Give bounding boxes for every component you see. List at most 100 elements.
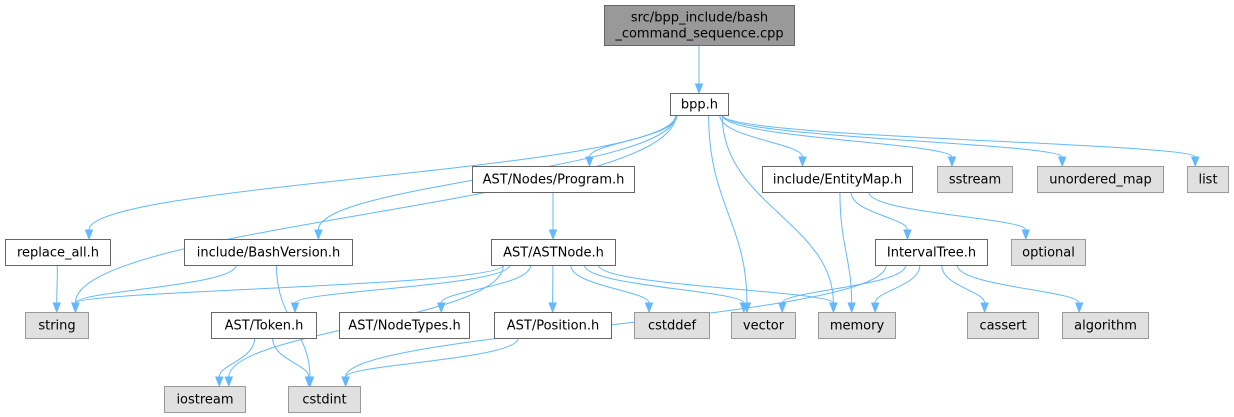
edge-line [294,264,511,304]
edge-bpp_h-to-unordered_map [721,114,1067,168]
node-cassert: cassert [967,312,1039,339]
node-label: cassert [979,319,1026,334]
edge-token_h-to-cstdint [272,337,314,388]
edge-line [272,337,310,378]
arrowhead [739,302,749,314]
edge-line [721,114,834,304]
node-label: string [38,319,75,334]
edge-line [56,264,58,304]
edge-astnode_h-to-memory [598,264,838,314]
node-label: cstddef [648,319,697,334]
node-label: include/EntityMap.h [773,173,902,188]
edge-astnode_h-to-string [71,264,504,314]
node-program-h[interactable]: AST/Nodes/Program.h [472,166,635,193]
node-optional: optional [1011,239,1086,266]
arrowhead [903,229,912,241]
edge-line [941,264,986,304]
node-box [604,5,795,46]
arrowhead [290,302,300,314]
node-label: AST/Nodes/Program.h [483,173,625,188]
edge-line [589,114,678,158]
edge-astnode_h-to-nodetypes_h [437,264,532,314]
edge-line [719,114,803,158]
edge-line [345,264,887,378]
arrowhead [847,302,856,314]
edge-line [721,114,953,158]
node-position-h[interactable]: AST/Position.h [494,312,612,339]
node-box [164,386,246,413]
node-label: sstream [949,173,1001,188]
edge-intervaltree_h-to-algorithm [956,264,1084,314]
arrowhead [644,302,654,314]
node-label: IntervalTree.h [887,246,976,261]
node-bashversion-h[interactable]: include/BashVersion.h [184,239,353,266]
node-token-h[interactable]: AST/Token.h [211,312,317,339]
node-label: memory [830,319,885,334]
node-memory: memory [818,312,896,339]
edge-astnode_h-to-cstddef [570,264,654,314]
node-label: src/bpp_include/bash [631,11,768,26]
edge-line [440,264,532,304]
edge-intervaltree_h-to-memory [870,264,921,314]
node-intervaltree-h[interactable]: IntervalTree.h [875,239,988,266]
edge-line [868,191,1027,231]
node-label: vector [743,319,785,334]
edge-line [708,114,748,304]
arrowhead [341,376,350,388]
edge-line [874,264,921,304]
node-label: AST/NodeTypes.h [348,319,460,334]
node-box [472,166,635,193]
edge-bpp_h-to-vector [708,114,752,314]
edge-position_h-to-cstdint [341,337,519,388]
edge-line [850,191,908,231]
edge-line [781,264,907,304]
arrowhead [947,156,957,168]
arrowhead [1074,302,1084,314]
arrowhead [1021,229,1031,241]
edge-program_h-to-astnode_h [548,192,558,241]
edge-line [721,114,1063,158]
edge-replace_all_h-to-string [52,264,61,314]
arrowhead [694,83,704,95]
node-label: bpp.h [681,98,718,113]
node-box [211,312,317,339]
arrowhead [224,376,234,388]
node-list: list [1187,166,1229,193]
node-label: replace_all.h [17,246,99,261]
arrowhead [437,302,446,314]
arrowhead [980,302,989,314]
arrowhead [215,376,224,388]
node-nodetypes-h[interactable]: AST/NodeTypes.h [339,312,470,339]
node-box [339,312,470,339]
node-entitymap-h[interactable]: include/EntityMap.h [762,166,913,193]
node-label: AST/Position.h [507,319,599,334]
node-box [184,239,353,266]
node-box [1062,312,1149,339]
node-box [1187,166,1229,193]
arrowhead [548,229,558,241]
edge-token_h-to-iostream [215,337,256,388]
node-replace-all-h[interactable]: replace_all.h [5,239,111,266]
arrowhead [870,302,880,314]
arrowhead [52,302,61,314]
arrowhead [314,229,323,241]
arrowhead [71,302,80,314]
arrowhead [798,156,807,168]
node-root[interactable]: src/bpp_include/bash_command_sequence.cp… [604,5,795,46]
node-cstddef: cstddef [634,312,710,339]
node-bpp-h[interactable]: bpp.h [670,93,729,116]
node-string: string [25,312,89,339]
edge-line [74,114,677,304]
edge-bpp_h-to-entitymap_h [719,114,807,168]
edge-line [956,264,1080,304]
edge-astnode_h-to-token_h [290,264,511,314]
node-label: cstdint [302,393,346,408]
edge-astnode_h-to-position_h [548,264,557,314]
edge-bpp_h-to-program_h [585,114,678,168]
node-astnode-h[interactable]: AST/ASTNode.h [491,239,616,266]
node-sstream: sstream [937,166,1013,193]
node-box [491,239,616,266]
edge-entitymap_h-to-optional [868,191,1031,241]
node-box [818,312,896,339]
